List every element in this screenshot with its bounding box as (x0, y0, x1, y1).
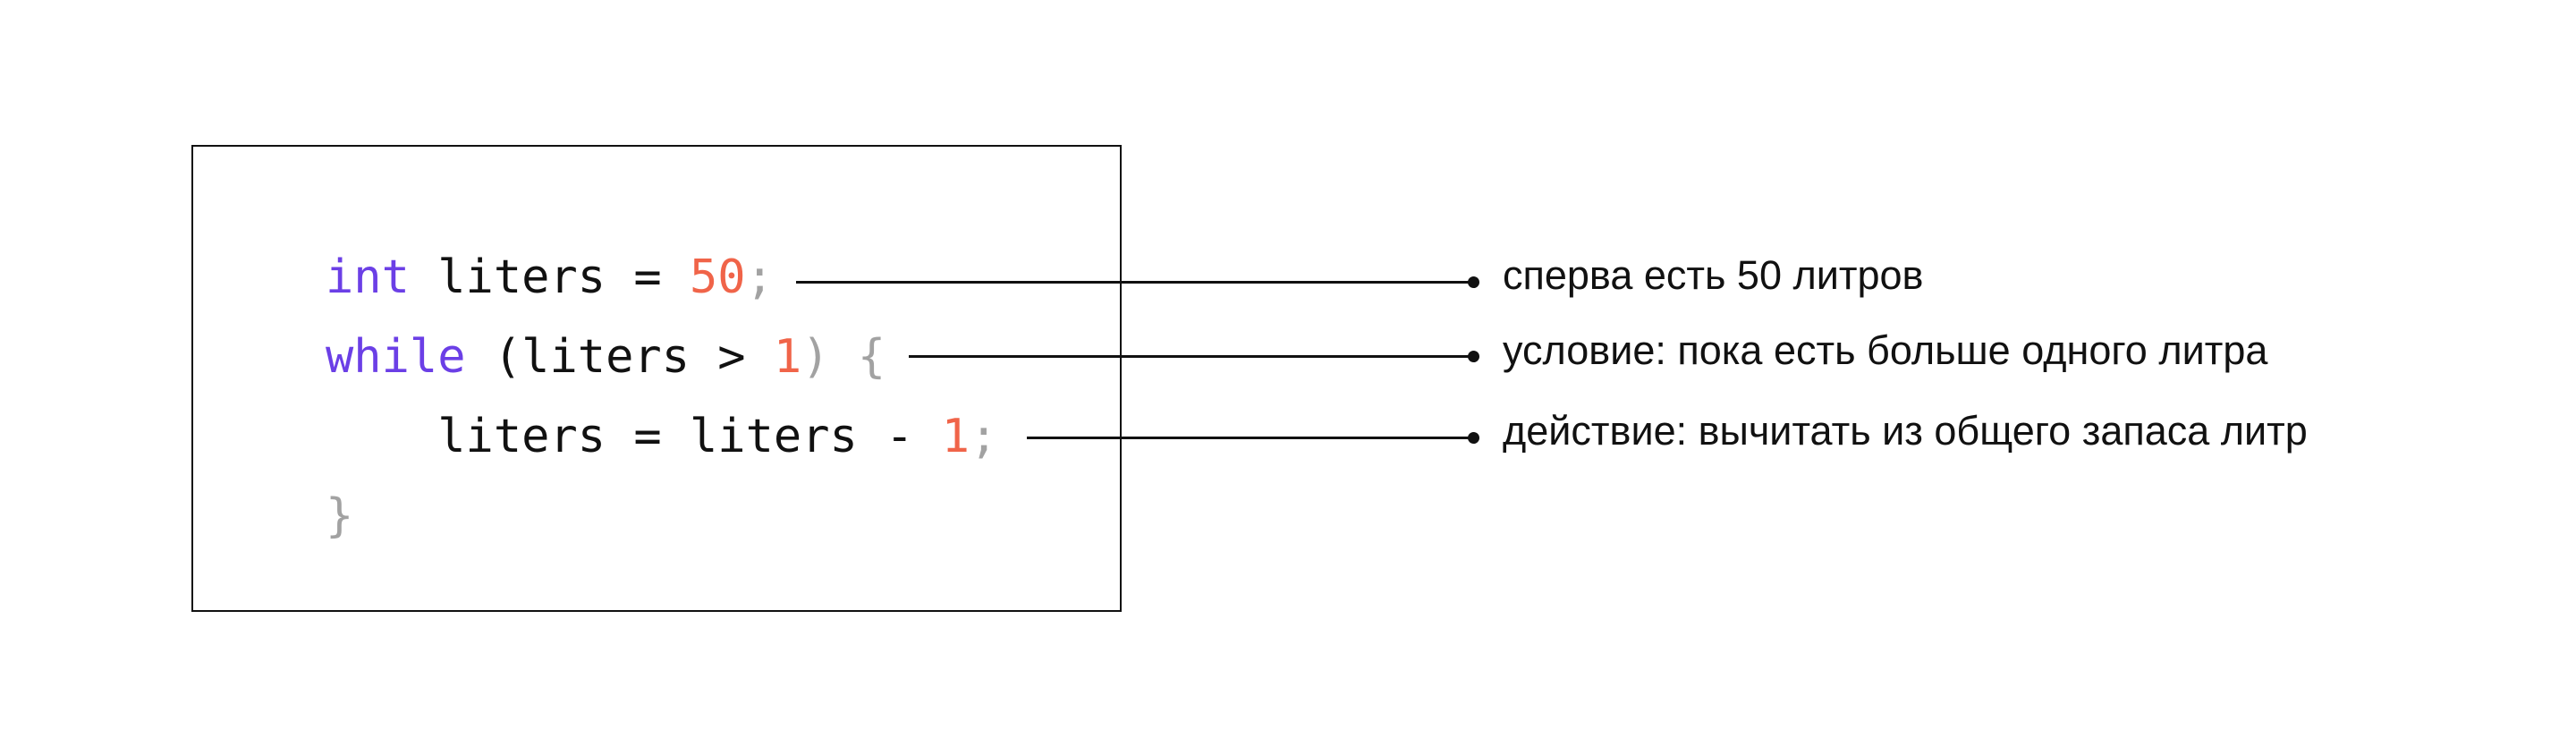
condition-expression: (liters > (465, 330, 774, 384)
code-line-declaration: int liters = 50; (326, 246, 774, 309)
code-line-while-condition: while (liters > 1) { (326, 326, 886, 388)
keyword-int: int (326, 250, 410, 304)
connector-dot (1468, 432, 1479, 444)
semicolon: ; (745, 250, 774, 304)
identifier-liters: liters = (409, 250, 690, 304)
connector-dot (1468, 351, 1479, 362)
connector-line-1 (796, 276, 1479, 288)
open-brace: { (857, 330, 886, 384)
connector-dot (1468, 276, 1479, 288)
indent (326, 410, 437, 463)
assignment-expression: liters = liters - (437, 410, 942, 463)
number-literal: 1 (773, 330, 802, 384)
number-literal: 50 (690, 250, 746, 304)
annotation-initial-liters: сперва есть 50 литров (1503, 252, 1924, 298)
connector-line-3 (1027, 432, 1479, 444)
close-paren: ) (801, 330, 830, 384)
code-snippet-box (191, 145, 1122, 612)
close-brace: } (326, 489, 354, 543)
code-line-closing-brace: } (326, 485, 353, 547)
space (830, 330, 858, 384)
keyword-while: while (326, 330, 466, 384)
code-line-loop-body: liters = liters - 1; (326, 405, 997, 468)
number-literal: 1 (941, 410, 970, 463)
annotation-loop-action: действие: вычитать из общего запаса литр (1503, 408, 2308, 454)
connector-line-2 (909, 351, 1479, 362)
semicolon: ; (970, 410, 998, 463)
annotation-loop-condition: условие: пока есть больше одного литра (1503, 327, 2268, 373)
